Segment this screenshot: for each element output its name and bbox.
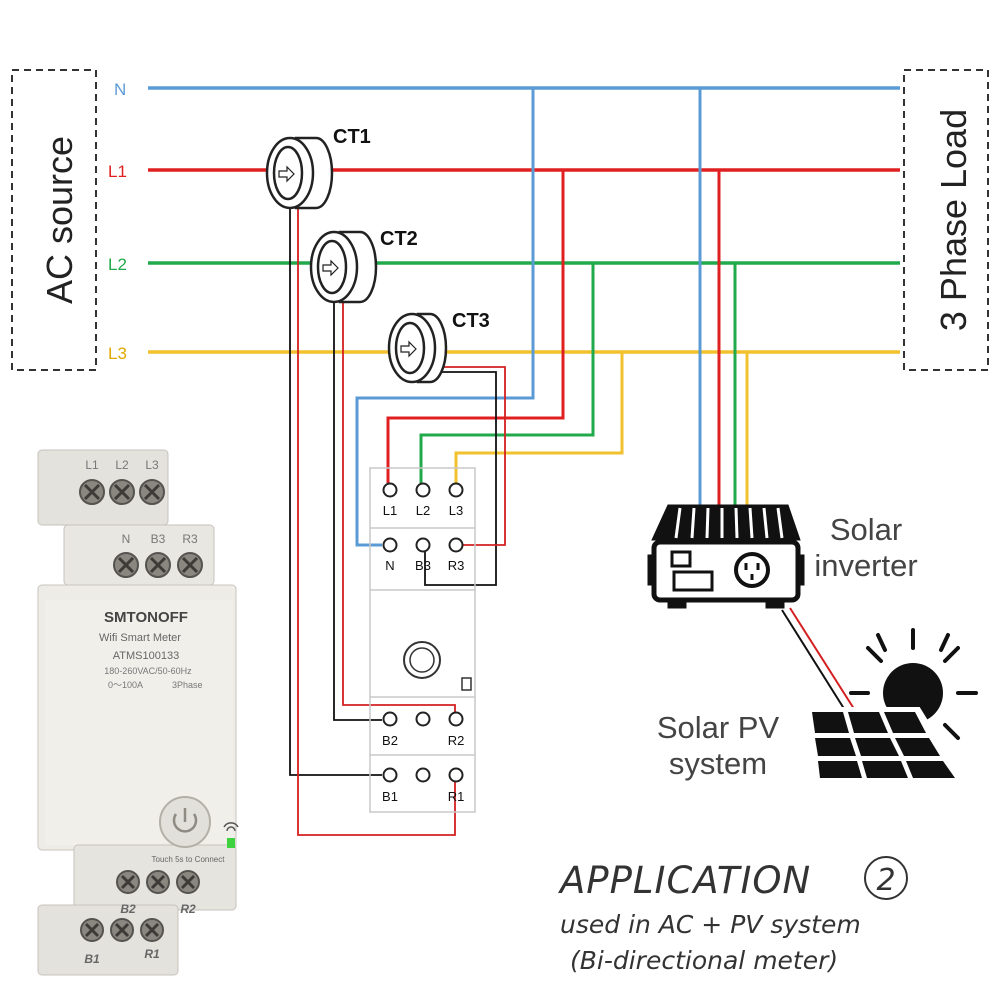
bus-labels: N L1 L2 L3 [108, 80, 127, 363]
ct2-black-wire [333, 295, 382, 721]
terminal-mid1 [415, 767, 431, 783]
meter-display [403, 641, 472, 691]
inverter-label-line1: Solar [830, 512, 902, 547]
ct3-black-wire [424, 371, 497, 586]
meter-terminals [382, 482, 464, 783]
solar-inverter-icon [647, 504, 805, 609]
device-spec2: 0～100A [108, 680, 143, 690]
terminal-r1 [448, 767, 464, 783]
ct1-red-wire [297, 200, 456, 836]
device-spec3: 3Phase [172, 680, 203, 690]
meter-tap-wires [355, 88, 624, 547]
device-label-r1: R1 [144, 947, 160, 961]
device-label-b3: B3 [151, 532, 166, 546]
application-caption: APPLICATION 2 used in AC + PV system (Bi… [558, 856, 908, 975]
application-title: APPLICATION [558, 859, 811, 902]
pv-cables [781, 607, 857, 716]
terminal-b3 [415, 537, 431, 553]
device-label-r2: R2 [180, 902, 196, 916]
ct3-red-wire [442, 366, 506, 546]
terminal-n [382, 537, 398, 553]
terminal-label-r3: R3 [448, 558, 465, 573]
bus-label-l3: L3 [108, 344, 127, 363]
ac-source-label: AC source [39, 136, 80, 304]
device-bottom-screws [80, 870, 200, 942]
terminal-r2 [448, 711, 464, 727]
terminal-b2 [382, 711, 398, 727]
bus-label-l1: L1 [108, 162, 127, 181]
terminal-label-r2: R2 [448, 733, 465, 748]
terminal-label-l2: L2 [416, 503, 430, 518]
terminal-label-b1: B1 [382, 789, 398, 804]
meter-schematic [369, 467, 476, 813]
ac-source-box: AC source [11, 69, 97, 371]
ct2-label: CT2 [380, 228, 418, 250]
device-brand: SMTONOFF [104, 609, 188, 626]
device-wifi-icon [223, 822, 239, 832]
application-number: 2 [876, 863, 895, 898]
ct2-red-wire [342, 295, 456, 718]
device-photo: L1 L2 L3 N B3 R3 SMTONOFF Wifi Smart Met… [37, 449, 239, 976]
ct1-label: CT1 [333, 126, 371, 148]
terminal-label-l1: L1 [383, 503, 397, 518]
three-phase-load-box: 3 Phase Load [903, 69, 989, 371]
device-label-n: N [122, 532, 131, 546]
device-status-led [227, 838, 235, 848]
device-label-l3: L3 [145, 458, 159, 472]
terminal-label-n: N [385, 558, 394, 573]
device-top-screws-row2 [113, 552, 203, 578]
tap-l2 [419, 263, 595, 483]
three-phase-load-label: 3 Phase Load [933, 109, 974, 331]
application-line1: used in AC + PV system [560, 910, 861, 939]
inverter-tap-wires [698, 88, 749, 505]
terminal-label-b2: B2 [382, 733, 398, 748]
meter-terminal-labels: L1 L2 L3 N B3 R3 B2 R2 B1 R1 [382, 503, 464, 804]
solar-panel-icon [804, 707, 966, 781]
bus-label-l2: L2 [108, 255, 127, 274]
terminal-mid2 [415, 711, 431, 727]
device-top-screws-row1 [79, 479, 165, 505]
terminal-r3 [448, 537, 464, 553]
device-label-l2: L2 [115, 458, 129, 472]
terminal-l2 [415, 482, 431, 498]
terminal-b1 [382, 767, 398, 783]
inverter-label-line2: inverter [814, 548, 917, 583]
terminal-l3 [448, 482, 464, 498]
ct3-label: CT3 [452, 310, 490, 332]
application-line2: (Bi-directional meter) [570, 946, 838, 975]
device-label-l1: L1 [85, 458, 99, 472]
device-label-r3: R3 [182, 532, 198, 546]
tap-l1 [386, 170, 565, 483]
terminal-label-l3: L3 [449, 503, 463, 518]
ct2-clamp [309, 230, 378, 304]
terminal-label-r1: R1 [448, 789, 465, 804]
device-touch-text: Touch 5s to Connect [152, 855, 226, 864]
device-power-button [159, 796, 211, 848]
pv-label-line1: Solar PV [657, 710, 780, 745]
application-number-circle [864, 856, 908, 900]
device-product: Wifi Smart Meter [99, 632, 181, 644]
device-spec1: 180-260VAC/50-60Hz [104, 666, 192, 676]
ct1-clamp [265, 136, 334, 210]
terminal-l1 [382, 482, 398, 498]
terminal-label-b3: B3 [415, 558, 431, 573]
ct1-black-wire [289, 200, 382, 776]
ct-secondary-wires [289, 200, 506, 836]
tap-n [355, 88, 535, 547]
device-label-b1: B1 [84, 952, 100, 966]
pv-label-line2: system [669, 746, 767, 781]
bus-lines [148, 86, 900, 354]
device-model: ATMS100133 [113, 650, 179, 662]
ct3-clamp [387, 312, 448, 384]
device-label-b2: B2 [120, 902, 136, 916]
bus-label-n: N [114, 80, 126, 99]
